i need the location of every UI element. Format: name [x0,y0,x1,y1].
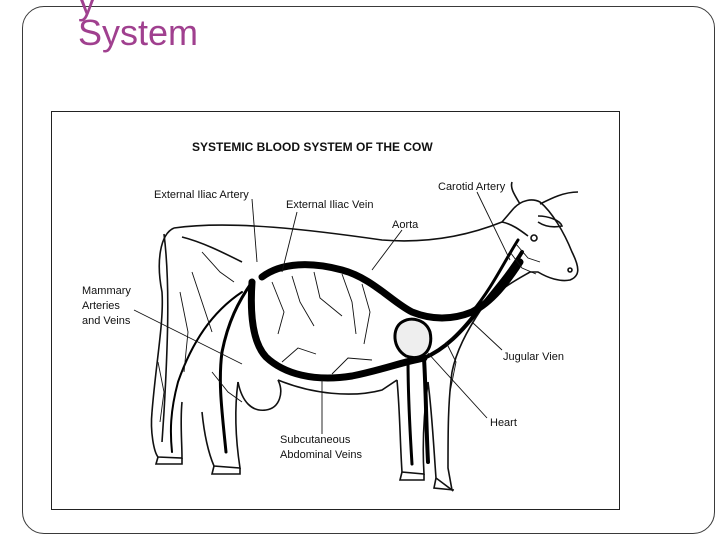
diagram-heading: SYSTEMIC BLOOD SYSTEM OF THE COW [192,140,433,154]
label-heart: Heart [490,417,517,429]
label-mammary-line1: Mammary [82,285,131,297]
label-mammary-line2: Arteries [82,300,120,312]
label-carotid-artery: Carotid Artery [438,181,506,193]
label-subcutaneous-line1: Subcutaneous [280,434,351,446]
slide-title: System [78,12,199,53]
leader-lines [133,191,511,434]
cow-circulation-diagram: SYSTEMIC BLOOD SYSTEM OF THE COW [82,140,579,492]
slide-title-cutoff: y [78,0,96,22]
label-aorta: Aorta [392,219,419,231]
cow-outline [150,181,579,492]
label-jugular-vein: Jugular Vien [503,351,564,363]
label-external-iliac-artery: External Iliac Artery [154,189,249,201]
diagram-figure: SYSTEMIC BLOOD SYSTEM OF THE COW [51,111,620,510]
label-external-iliac-vein: External Iliac Vein [286,199,373,211]
slide-frame [22,6,715,534]
label-subcutaneous-line2: Abdominal Veins [280,449,362,461]
major-vessels [169,238,524,466]
label-mammary-line3: and Veins [82,315,131,327]
minor-vessels [157,243,541,423]
